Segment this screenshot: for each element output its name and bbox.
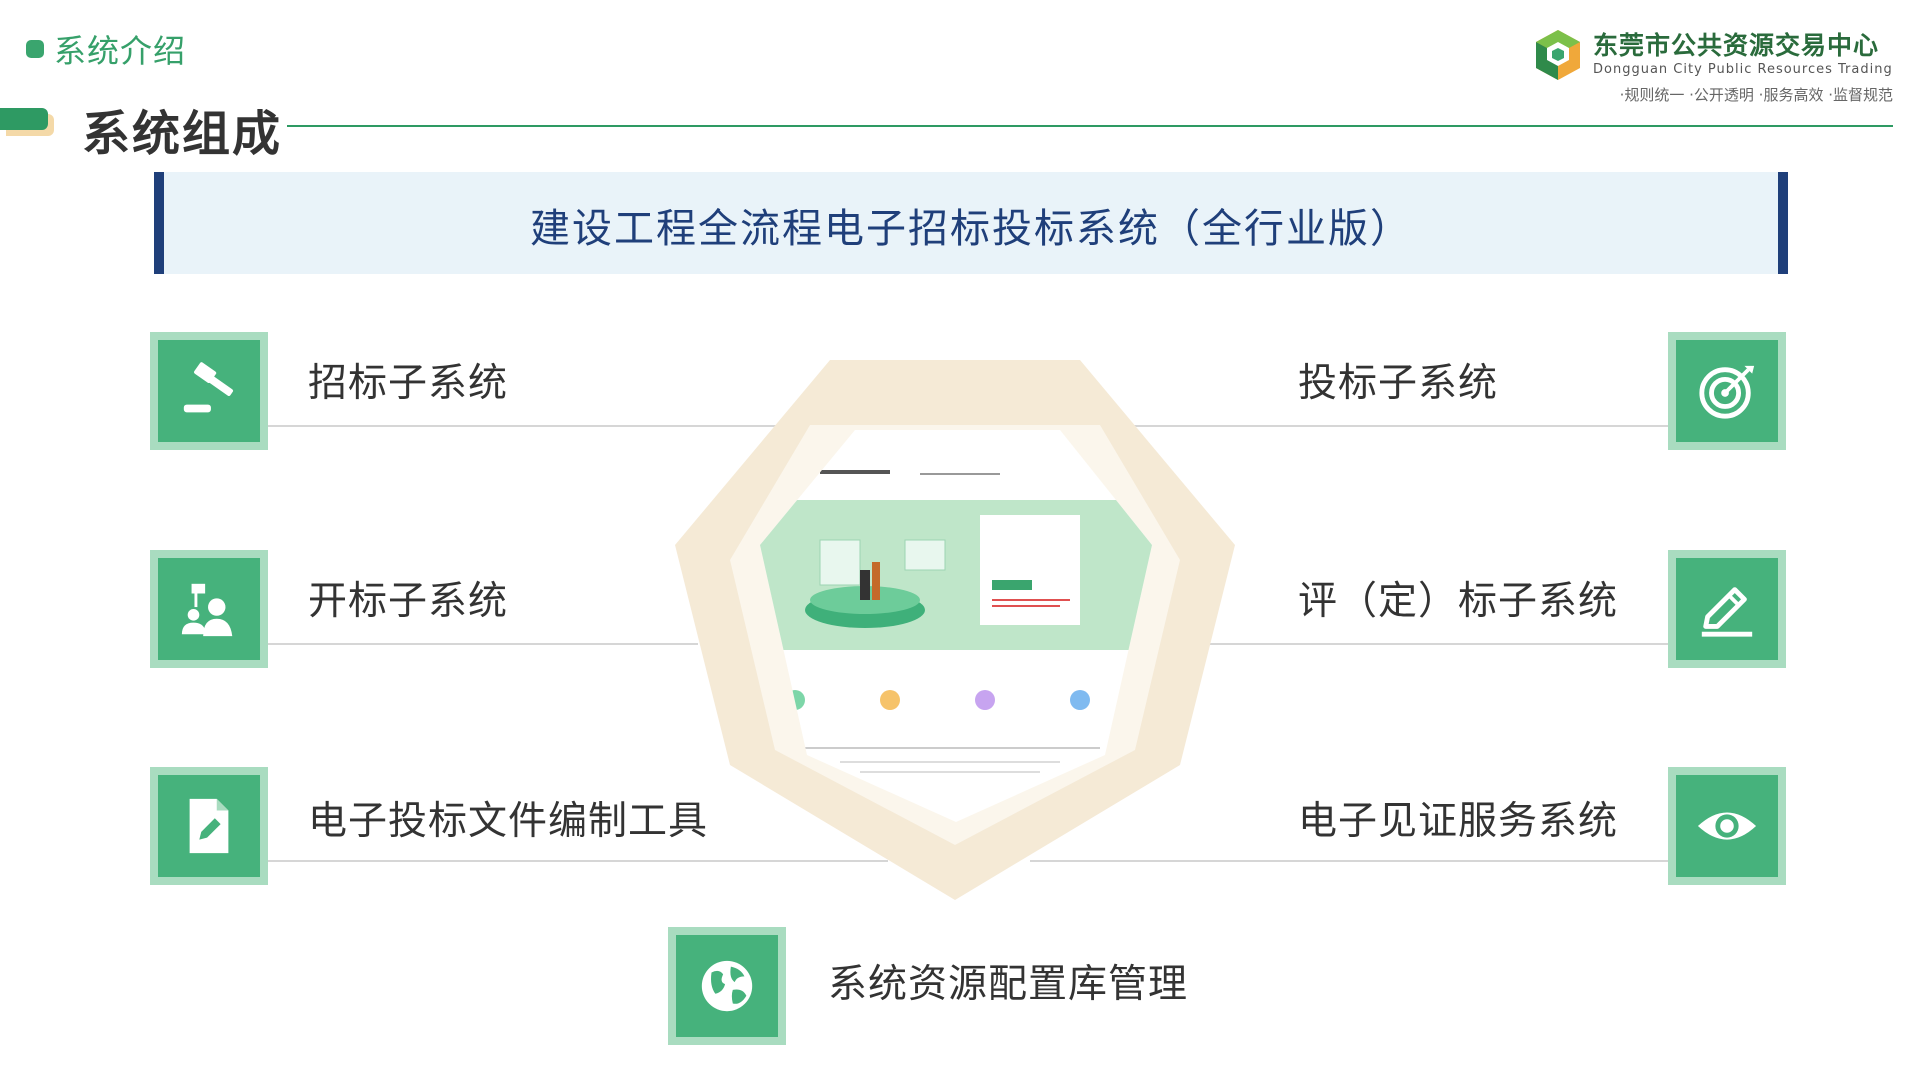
title-accent	[0, 108, 48, 130]
item-underline	[268, 425, 788, 427]
bid-document-tool-label: 电子投标文件编制工具	[308, 799, 709, 844]
eye-icon	[1697, 812, 1757, 840]
item-underline	[1210, 643, 1668, 645]
pencil-icon	[1701, 587, 1753, 637]
section-tag-icon	[26, 40, 44, 58]
logo-name-cn: 东莞市公共资源交易中心	[1593, 31, 1880, 60]
tender-subsystem-label: 投标子系统	[1298, 361, 1499, 406]
section-tag-label: 系统介绍	[54, 32, 187, 70]
item-underline	[1128, 425, 1668, 427]
logo-name-en: Dongguan City Public Resources Trading	[1593, 62, 1893, 77]
banner-left-border	[154, 172, 164, 274]
bidding-subsystem-label: 招标子系统	[308, 361, 509, 406]
target-icon	[1699, 365, 1755, 419]
gavel-icon	[183, 362, 234, 413]
resource-config-icon-box[interactable]	[668, 927, 786, 1045]
bid-opening-subsystem-icon-box[interactable]	[150, 550, 268, 668]
section-tag: 系统介绍	[26, 26, 186, 72]
witness-service-icon-box[interactable]	[1668, 767, 1786, 885]
logo-mark-icon	[1536, 30, 1580, 80]
system-preview-image	[760, 430, 1152, 822]
bid-document-tool-icon-box[interactable]	[150, 767, 268, 885]
globe-icon	[701, 960, 753, 1012]
item-underline	[268, 643, 698, 645]
evaluation-subsystem-icon-box[interactable]	[1668, 550, 1786, 668]
item-underline	[1030, 860, 1668, 862]
banner-right-border	[1778, 172, 1788, 274]
resource-config-label: 系统资源配置库管理	[828, 962, 1189, 1007]
item-underline	[268, 860, 888, 862]
bid-opening-subsystem-label: 开标子系统	[308, 579, 509, 624]
tender-subsystem-icon-box[interactable]	[1668, 332, 1786, 450]
system-banner: 建设工程全流程电子招标投标系统（全行业版）	[154, 172, 1788, 274]
title-divider	[287, 125, 1893, 127]
people-flag-icon	[181, 583, 233, 637]
page-title: 系统组成	[82, 106, 283, 162]
org-logo: 东莞市公共资源交易中心 Dongguan City Public Resourc…	[1533, 22, 1893, 112]
logo-slogan: ·规则统一 ·公开透明 ·服务高效 ·监督规范	[1619, 86, 1893, 104]
evaluation-subsystem-label: 评（定）标子系统	[1298, 579, 1619, 624]
document-edit-icon	[189, 798, 229, 854]
banner-title: 建设工程全流程电子招标投标系统（全行业版）	[530, 206, 1412, 252]
witness-service-label: 电子见证服务系统	[1298, 799, 1619, 844]
bidding-subsystem-icon-box[interactable]	[150, 332, 268, 450]
